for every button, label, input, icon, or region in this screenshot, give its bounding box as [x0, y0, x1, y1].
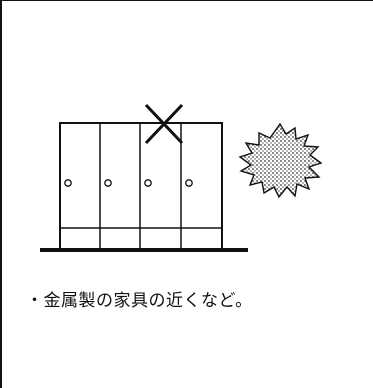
locker-handle — [104, 179, 112, 187]
locker-handle — [185, 179, 193, 187]
x-mark-icon — [144, 103, 184, 145]
sparkle-burst-icon — [238, 122, 323, 199]
locker-cabinet — [59, 122, 223, 250]
locker-handle — [64, 179, 72, 187]
locker-handle — [144, 179, 152, 187]
caption-text: ・金属製の家具の近くなど。 — [26, 291, 253, 311]
